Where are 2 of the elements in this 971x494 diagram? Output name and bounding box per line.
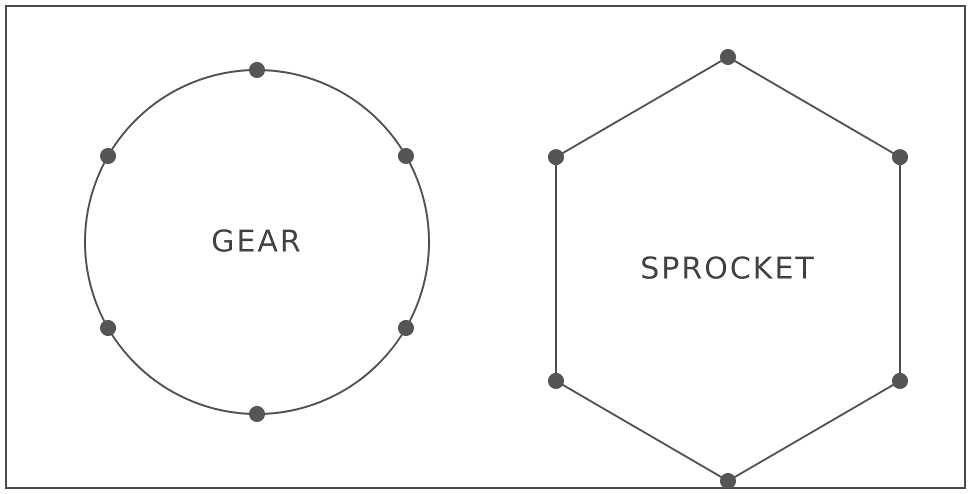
shape-label: GEAR <box>210 224 304 260</box>
shape-label: SPROCKET <box>639 252 817 286</box>
